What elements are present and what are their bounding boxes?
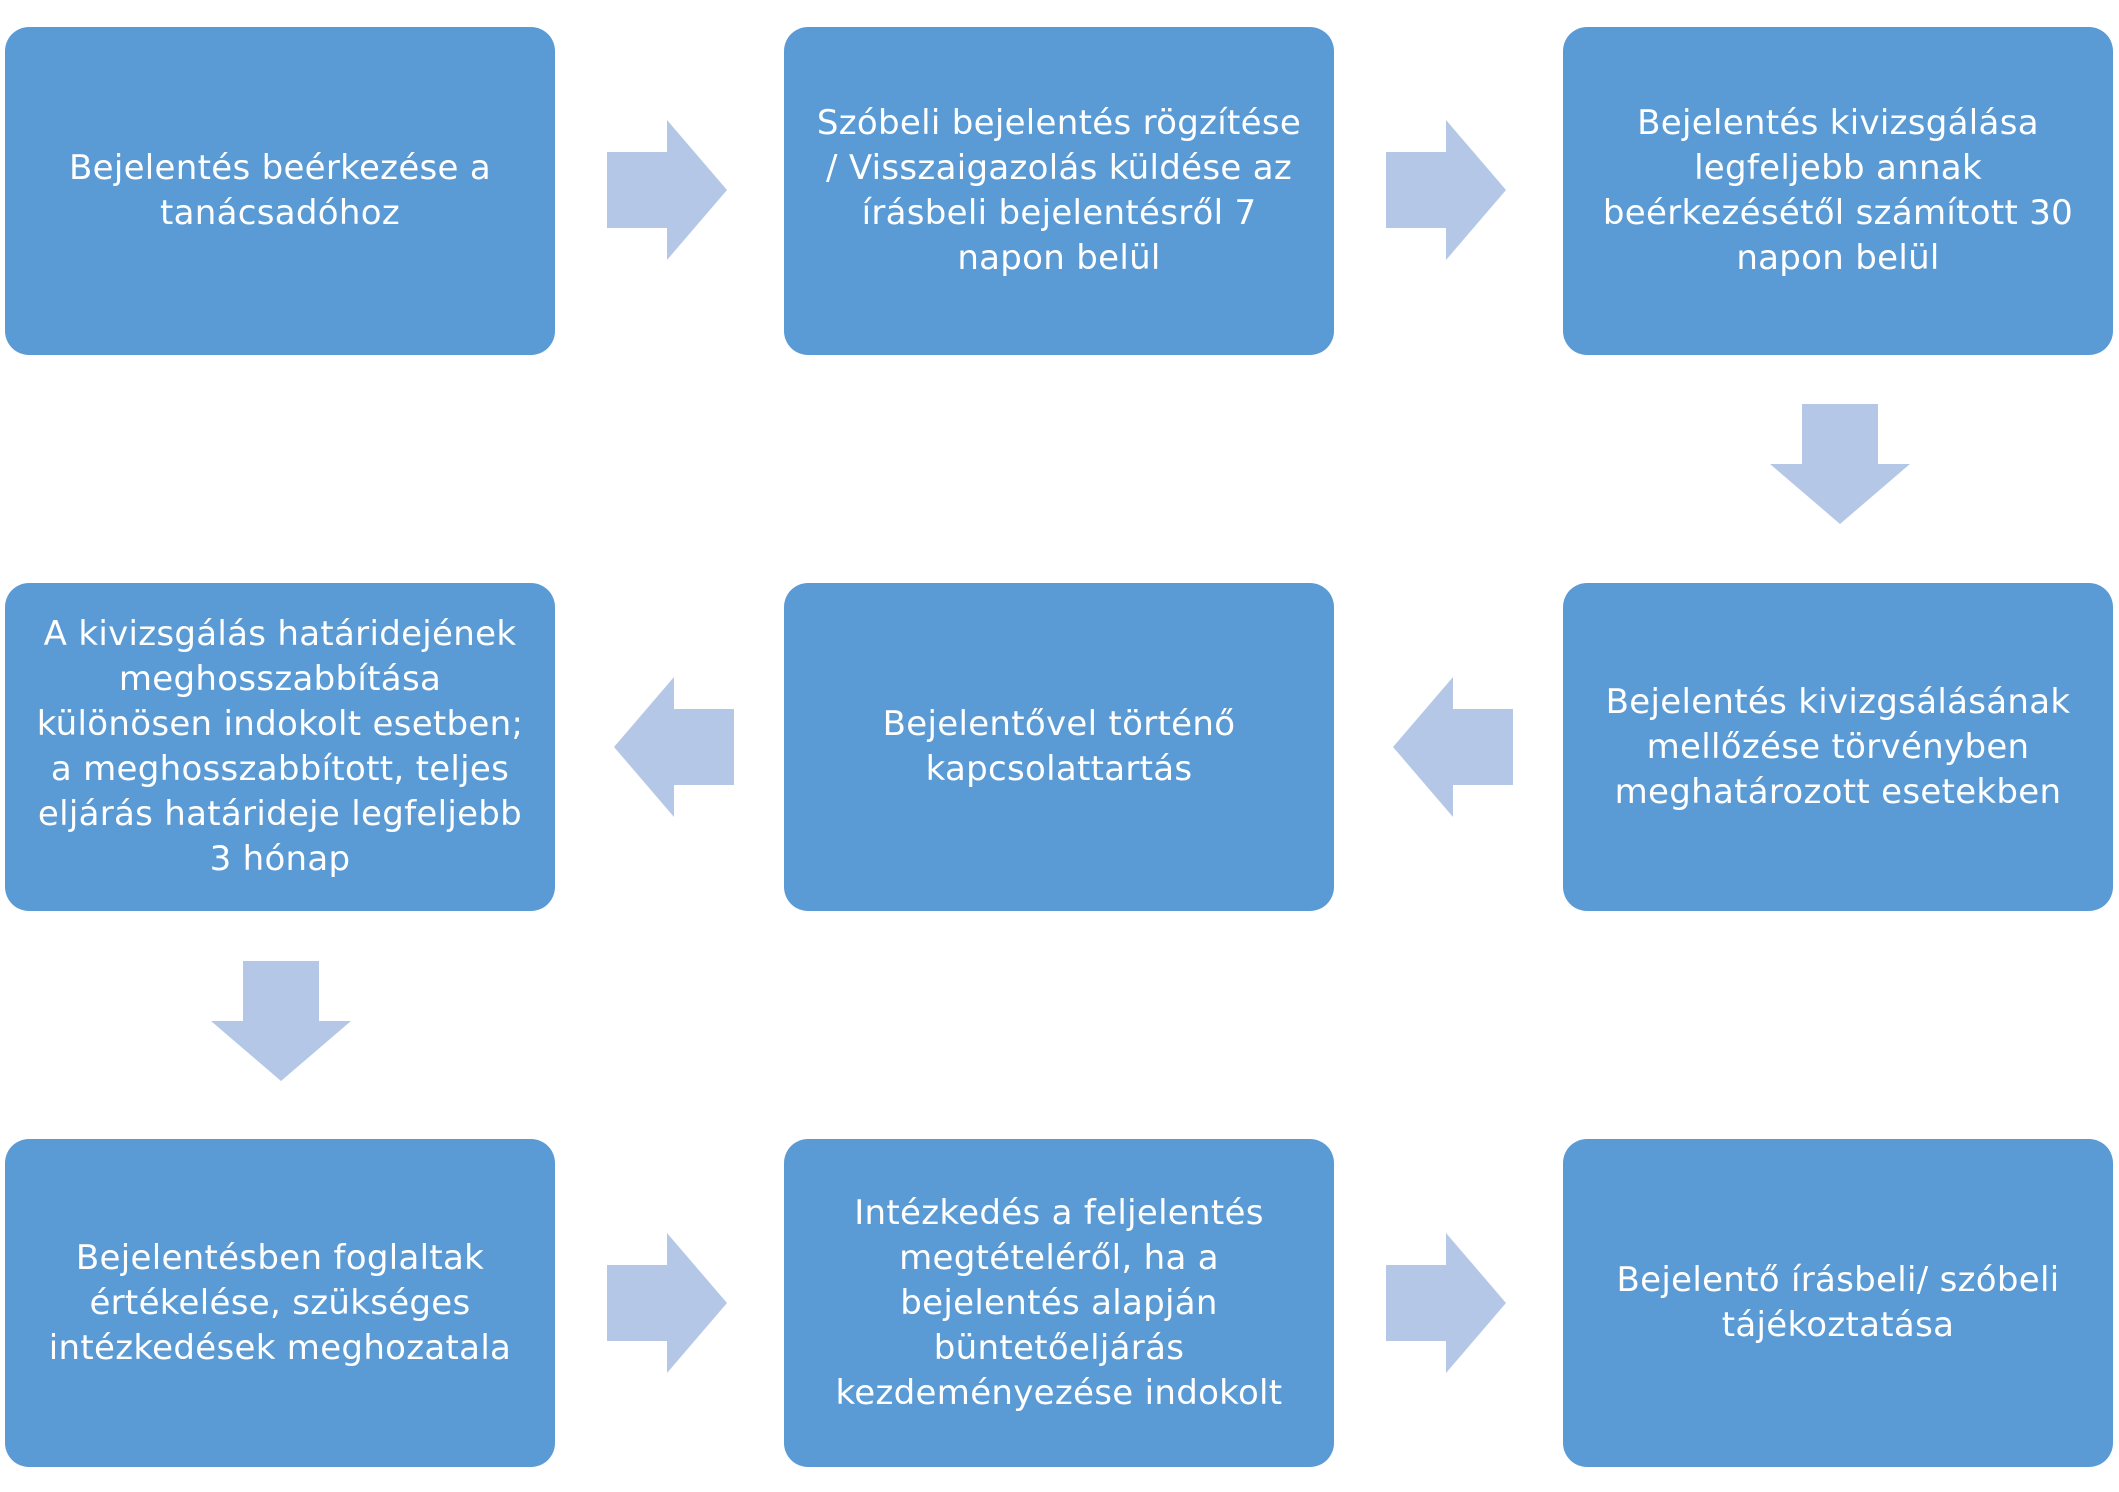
step-text-oral-record: Szóbeli bejelentés rögzítése / Visszaiga… — [816, 103, 1302, 278]
step-box-notify: Bejelentő írásbeli/ szóbeli tájékoztatás… — [1563, 1139, 2113, 1467]
step-text-skip-investigation: Bejelentés kivizgsálásának mellőzése tör… — [1605, 681, 2071, 812]
step-text-notify: Bejelentő írásbeli/ szóbeli tájékoztatás… — [1616, 1260, 2060, 1345]
step-text-receipt: Bejelentés beérkezése a tanácsadóhoz — [68, 148, 492, 233]
step-text-extension: A kivizsgálás határidejének meghosszabbí… — [36, 614, 524, 879]
step-box-oral-record: Szóbeli bejelentés rögzítése / Visszaiga… — [784, 27, 1334, 355]
step-text-evaluation: Bejelentésben foglaltak értékelése, szük… — [48, 1237, 512, 1368]
arrow-right-icon — [607, 120, 727, 260]
arrow-left-icon — [1393, 677, 1513, 817]
arrow-right-icon — [1386, 120, 1506, 260]
step-box-evaluation: Bejelentésben foglaltak értékelése, szük… — [5, 1139, 555, 1467]
step-box-investigation: Bejelentés kivizsgálása legfeljebb annak… — [1563, 27, 2113, 355]
arrow-down-icon — [1770, 404, 1910, 524]
arrow-right-icon — [1386, 1233, 1506, 1373]
arrow-left-icon — [614, 677, 734, 817]
step-box-criminal-report: Intézkedés a feljelentés megtételéről, h… — [784, 1139, 1334, 1467]
step-text-contact: Bejelentővel történő kapcsolattartás — [882, 704, 1236, 789]
step-text-investigation: Bejelentés kivizsgálása legfeljebb annak… — [1602, 103, 2074, 278]
step-box-skip-investigation: Bejelentés kivizgsálásának mellőzése tör… — [1563, 583, 2113, 911]
step-box-contact: Bejelentővel történő kapcsolattartás — [784, 583, 1334, 911]
arrow-down-icon — [211, 961, 351, 1081]
step-box-receipt: Bejelentés beérkezése a tanácsadóhoz — [5, 27, 555, 355]
arrow-right-icon — [607, 1233, 727, 1373]
step-box-extension: A kivizsgálás határidejének meghosszabbí… — [5, 583, 555, 911]
step-text-criminal-report: Intézkedés a feljelentés megtételéről, h… — [835, 1192, 1283, 1413]
